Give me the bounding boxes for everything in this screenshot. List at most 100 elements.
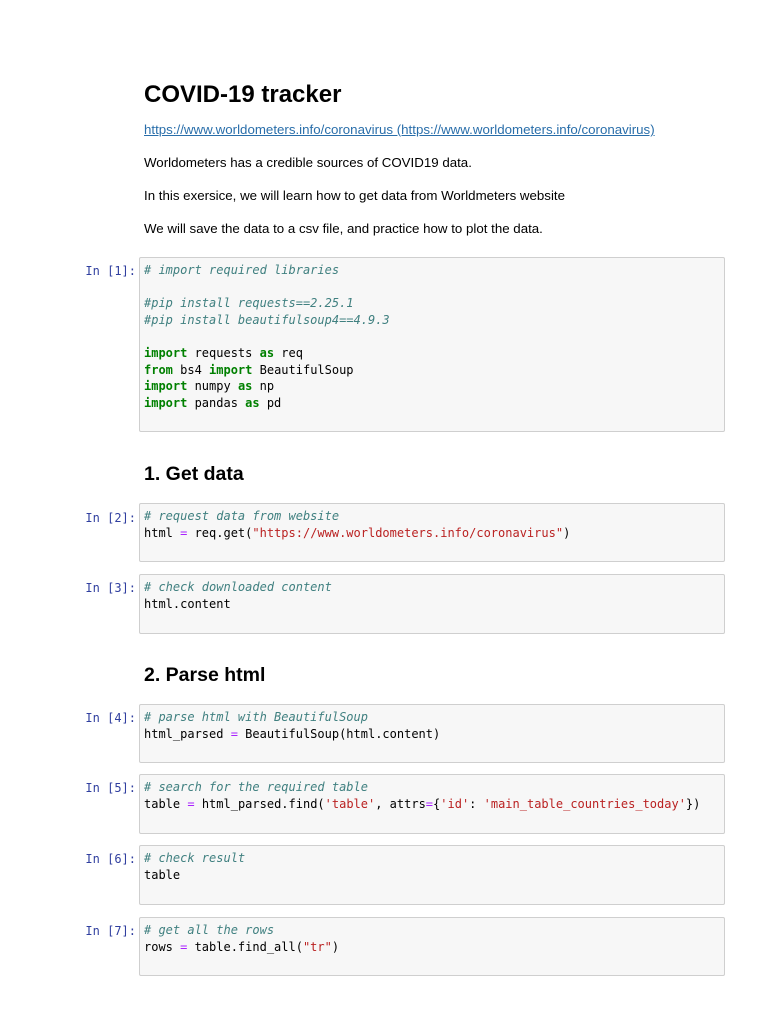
code-line: import pandas as pd <box>144 395 720 412</box>
code-token-name: req.get( <box>187 525 253 540</box>
code-line <box>144 328 720 345</box>
code-token-comment: # search for the required table <box>144 780 368 794</box>
code-line: # search for the required table <box>144 779 720 796</box>
code-token-name: , attrs <box>375 796 426 811</box>
section-get-data-heading: 1. Get data <box>144 463 244 485</box>
code-cell-3[interactable]: # check downloaded content html.content <box>139 574 725 634</box>
code-token-kw: import <box>144 345 188 360</box>
code-token-kw: as <box>245 395 260 410</box>
code-token-name: html_parsed <box>144 726 231 741</box>
cell-5-prompt: In [5]: <box>85 781 136 795</box>
code-token-comment: #pip install beautifulsoup4==4.9.3 <box>144 312 390 327</box>
code-token-kw: as <box>259 345 275 360</box>
code-line: #pip install beautifulsoup4==4.9.3 <box>144 312 720 329</box>
code-token-str: "tr" <box>302 939 332 954</box>
code-line: # check result <box>144 850 720 867</box>
code-token-name: ) <box>331 939 340 954</box>
code-token-str: 'main_table_countries_today' <box>483 796 686 811</box>
code-token-name: html_parsed.find( <box>194 796 325 811</box>
code-token-comment: # check result <box>144 851 246 865</box>
code-line: # parse html with BeautifulSoup <box>144 709 720 726</box>
code-token-kw: import <box>144 395 188 410</box>
code-token-name: html.content <box>144 596 231 611</box>
code-token-kw: as <box>237 379 253 394</box>
code-line: # get all the rows <box>144 922 720 939</box>
code-token-str: 'table' <box>324 796 376 811</box>
code-cell-3-source[interactable]: # check downloaded content html.content <box>144 579 720 629</box>
code-cell-6-source[interactable]: # check result table <box>144 850 720 900</box>
code-token-kw: from <box>144 362 173 377</box>
code-token-name: pandas <box>187 395 246 410</box>
code-token-name: bs4 <box>172 362 210 377</box>
worldometers-link[interactable]: https://www.worldometers.info/coronaviru… <box>144 122 655 137</box>
code-line <box>144 812 720 829</box>
code-token-name: BeautifulSoup <box>252 362 354 377</box>
code-token-comment: #pip install requests==2.25.1 <box>144 296 354 311</box>
code-token-name: table <box>144 796 188 811</box>
code-token-name: table.find_all( <box>187 939 303 954</box>
code-line: html = req.get("https://www.worldometers… <box>144 525 720 542</box>
code-cell-2[interactable]: # request data from website html = req.ge… <box>139 503 725 562</box>
cell-7-prompt: In [7]: <box>85 924 136 938</box>
code-token-op: = <box>425 796 434 811</box>
code-line: rows = table.find_all("tr") <box>144 939 720 956</box>
code-line: # check downloaded content <box>144 579 720 596</box>
code-line: import requests as req <box>144 345 720 362</box>
code-token-name: numpy <box>187 379 238 394</box>
code-line <box>144 883 720 900</box>
code-line <box>144 955 720 972</box>
code-token-name: : <box>469 796 484 811</box>
code-cell-5-source[interactable]: # search for the required table table = h… <box>144 779 720 829</box>
code-cell-6[interactable]: # check result table <box>139 845 725 905</box>
code-line: html.content <box>144 596 720 613</box>
code-token-name: np <box>252 379 275 394</box>
code-token-name: html <box>144 525 181 540</box>
code-token-comment: # parse html with BeautifulSoup <box>144 710 368 724</box>
section-parse-html-heading: 2. Parse html <box>144 664 266 686</box>
code-line: # import required libraries <box>144 262 720 279</box>
code-cell-7[interactable]: # get all the rows rows = table.find_all(… <box>139 917 725 976</box>
code-token-name: req <box>274 345 303 360</box>
code-token-op: = <box>180 939 188 954</box>
intro-paragraph: Worldometers has a credible sources of C… <box>144 155 472 170</box>
code-line: table = html_parsed.find('table', attrs=… <box>144 796 720 813</box>
code-cell-4-source[interactable]: # parse html with BeautifulSoup html_pars… <box>144 709 720 759</box>
code-line <box>144 541 720 558</box>
cell-2-prompt: In [2]: <box>85 511 136 525</box>
notebook-title: COVID-19 tracker <box>144 81 342 108</box>
code-cell-5[interactable]: # search for the required table table = h… <box>139 774 725 834</box>
code-line: table <box>144 867 720 884</box>
goal-paragraph: In this exersice, we will learn how to g… <box>144 188 565 203</box>
code-cell-4[interactable]: # parse html with BeautifulSoup html_pars… <box>139 704 725 763</box>
code-token-comment: # get all the rows <box>144 923 275 937</box>
code-token-comment: # check downloaded content <box>144 580 332 594</box>
code-line <box>144 411 720 428</box>
cell-4-prompt: In [4]: <box>85 711 136 725</box>
code-cell-2-source[interactable]: # request data from website html = req.ge… <box>144 508 720 558</box>
code-line: from bs4 import BeautifulSoup <box>144 362 720 379</box>
code-token-name: ) <box>563 525 571 540</box>
code-token-op: = <box>180 525 188 540</box>
code-cell-7-source[interactable]: # get all the rows rows = table.find_all(… <box>144 922 720 972</box>
code-cell-1-source[interactable]: # import required libraries #pip install … <box>144 262 720 428</box>
code-token-str: 'id' <box>440 796 470 811</box>
cell-6-prompt: In [6]: <box>85 852 136 866</box>
code-token-name: BeautifulSoup(html.content) <box>237 726 441 741</box>
code-token-name: }) <box>685 796 701 811</box>
code-token-name: rows <box>144 939 181 954</box>
code-line: html_parsed = BeautifulSoup(html.content… <box>144 726 720 743</box>
code-line: # request data from website <box>144 508 720 525</box>
code-token-name: pd <box>259 395 282 410</box>
code-line: import numpy as np <box>144 378 720 395</box>
code-line <box>144 612 720 629</box>
code-token-kw: import <box>144 379 188 394</box>
code-token-name: table <box>144 867 181 882</box>
plan-paragraph: We will save the data to a csv file, and… <box>144 221 543 236</box>
cell-1-prompt: In [1]: <box>85 264 136 278</box>
code-token-op: = <box>230 726 238 741</box>
code-token-name: requests <box>187 345 260 360</box>
code-token-comment: # request data from website <box>144 509 340 523</box>
code-token-str: "https://www.worldometers.info/coronavir… <box>252 525 564 540</box>
code-token-comment: # import required libraries <box>144 263 340 277</box>
code-cell-1[interactable]: # import required libraries #pip install … <box>139 257 725 432</box>
